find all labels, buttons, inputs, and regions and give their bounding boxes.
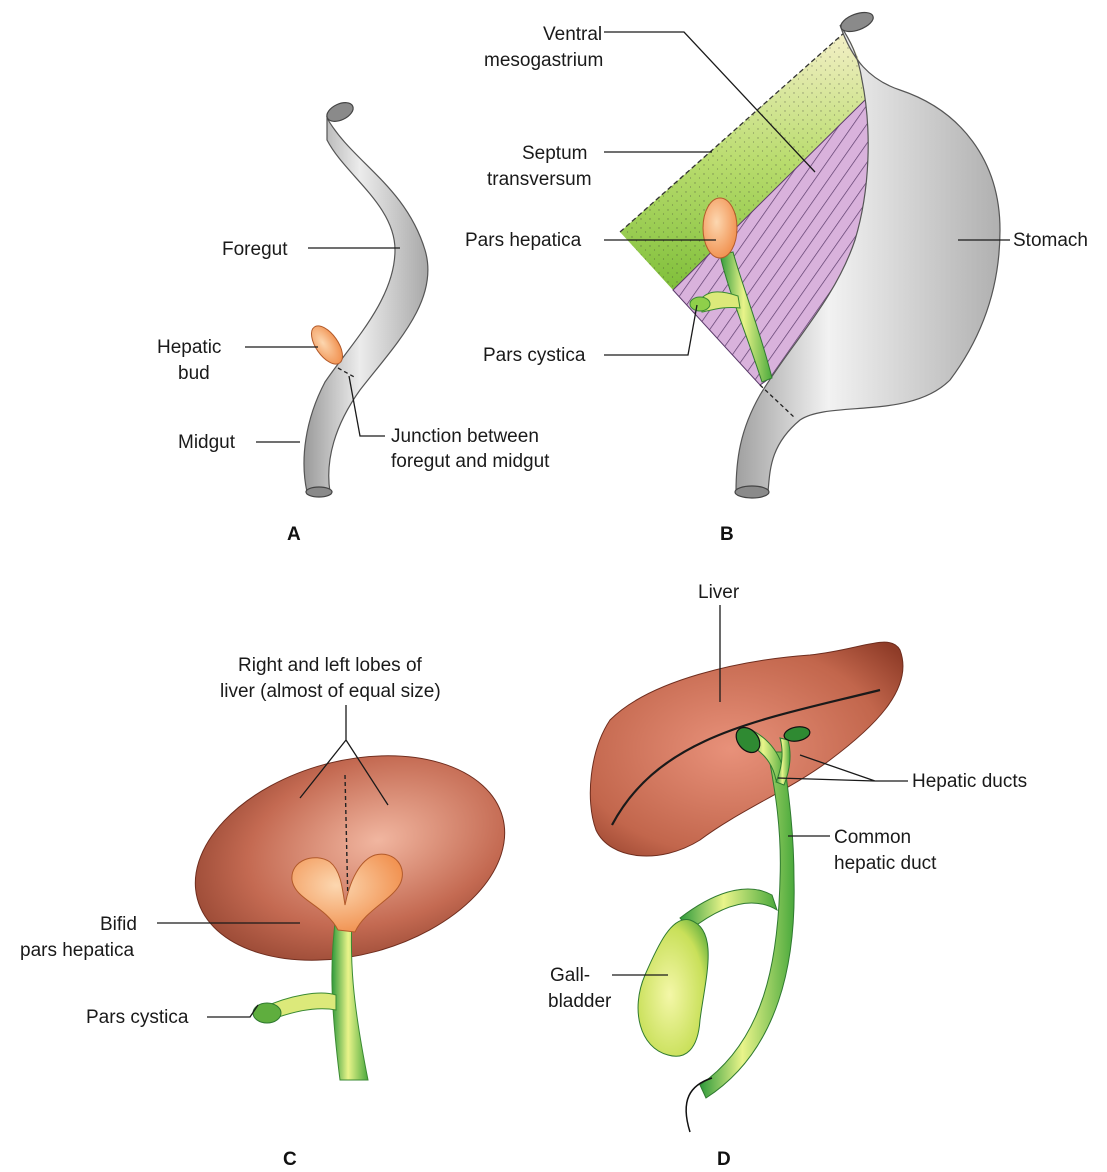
gallbladder — [638, 919, 708, 1056]
midgut-label: Midgut — [178, 432, 236, 453]
pars-hepatica — [703, 198, 737, 258]
common-label-line1: Common — [834, 827, 911, 848]
bifid-label-line2: pars hepatica — [20, 940, 135, 961]
duodenum-opening — [735, 486, 769, 498]
panel-c-letter: C — [283, 1149, 297, 1170]
pars-cystica-c-leader — [207, 1005, 258, 1017]
pars-cystica-tip — [690, 297, 710, 311]
panel-c: Right and left lobes of liver (almost of… — [20, 655, 528, 1170]
pars-cystica-c-label: Pars cystica — [86, 1007, 189, 1028]
septum-label-line2: transversum — [487, 169, 592, 190]
pars-cystica-label: Pars cystica — [483, 345, 586, 366]
ventral-label-line2: mesogastrium — [484, 50, 603, 71]
panel-a: Foregut Hepatic bud Midgut Junction betw… — [157, 99, 550, 545]
panel-d: Liver Hepatic ducts Common hepatic duct … — [548, 582, 1027, 1170]
foregut-label: Foregut — [222, 239, 288, 260]
stomach-label: Stomach — [1013, 230, 1088, 251]
junction-label-line1: Junction between — [391, 426, 539, 447]
junction-label-line2: foregut and midgut — [391, 451, 550, 472]
pars-cystica-leader — [604, 305, 697, 355]
hepatic-ducts-label: Hepatic ducts — [912, 771, 1027, 792]
liver-label: Liver — [698, 582, 740, 603]
hepatic-bud-label-line2: bud — [178, 363, 210, 384]
panel-b-letter: B — [720, 524, 734, 545]
panel-d-letter: D — [717, 1149, 731, 1170]
ventral-label-line1: Ventral — [543, 24, 602, 45]
common-label-line2: hepatic duct — [834, 853, 937, 874]
lobes-label-line1: Right and left lobes of — [238, 655, 423, 676]
septum-label-line1: Septum — [522, 143, 587, 164]
lobes-label-line2: liver (almost of equal size) — [220, 681, 441, 702]
gall-label-line1: Gall- — [550, 965, 590, 986]
hepatic-bud-label-line1: Hepatic — [157, 337, 221, 358]
gall-label-line2: bladder — [548, 991, 612, 1012]
panel-a-letter: A — [287, 524, 301, 545]
midgut-opening — [306, 487, 332, 497]
pars-hepatica-label: Pars hepatica — [465, 230, 582, 251]
bifid-label-line1: Bifid — [100, 914, 137, 935]
panel-b: Ventral mesogastrium Septum transversum … — [465, 9, 1088, 545]
